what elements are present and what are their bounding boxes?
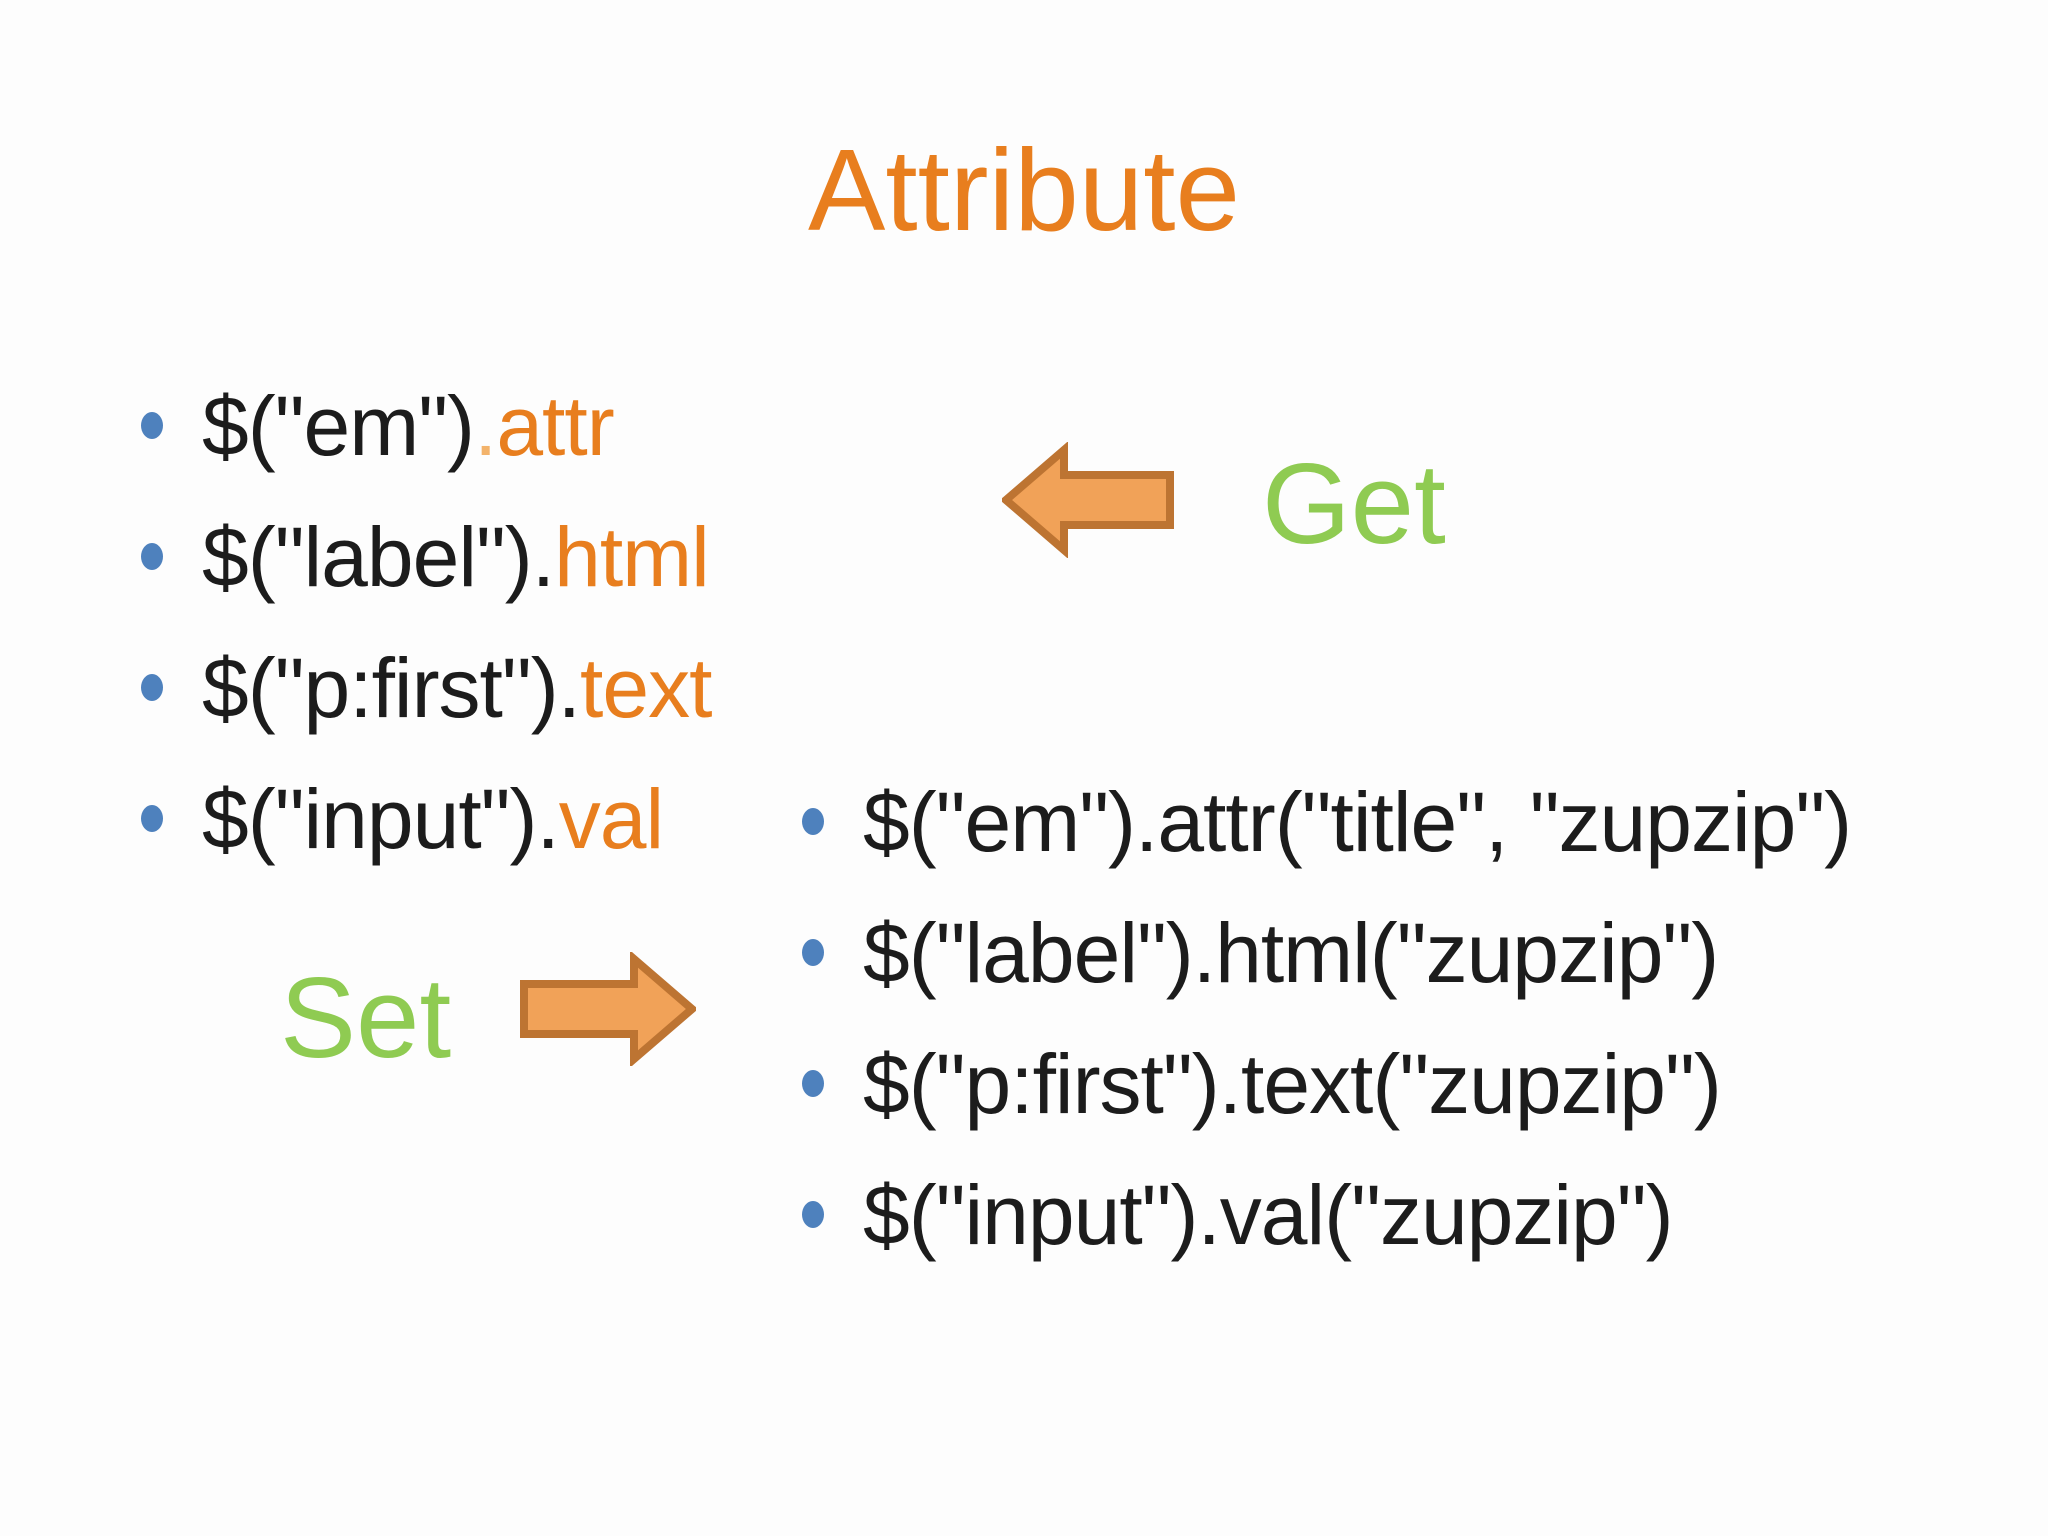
code-dot: . bbox=[474, 378, 497, 473]
list-item: $("em").attr bbox=[141, 360, 711, 491]
code-method: text bbox=[580, 640, 712, 735]
code-selector: $("em") bbox=[202, 378, 475, 473]
code-snippet: $("input").val bbox=[202, 777, 664, 861]
code-snippet: $("em").attr("title", "zupzip") bbox=[863, 774, 1852, 869]
bullet-icon bbox=[141, 674, 163, 701]
list-item: $("label").html("zupzip") bbox=[802, 887, 1851, 1018]
bullet-icon bbox=[802, 1201, 824, 1228]
bullet-icon bbox=[141, 543, 163, 570]
code-dot: . bbox=[531, 509, 555, 604]
list-item: $("input").val("zupzip") bbox=[802, 1149, 1851, 1280]
code-snippet: $("p:first").text("zupzip") bbox=[863, 1036, 1722, 1131]
code-dot: . bbox=[536, 771, 559, 866]
get-label: Get bbox=[1262, 441, 1446, 568]
code-snippet: $("label").html bbox=[202, 515, 710, 599]
code-dot: . bbox=[557, 640, 581, 735]
code-method: attr bbox=[496, 378, 614, 473]
page-title: Attribute bbox=[808, 125, 1240, 255]
set-label: Set bbox=[280, 955, 452, 1082]
bullet-icon bbox=[802, 1070, 824, 1097]
bullet-icon bbox=[802, 808, 824, 835]
code-method: val bbox=[558, 771, 664, 866]
list-item: $("p:first").text bbox=[141, 622, 712, 753]
list-item: $("input").val bbox=[141, 753, 711, 884]
bullet-icon bbox=[141, 805, 163, 832]
right-block-arrow-icon bbox=[520, 952, 696, 1066]
code-selector: $("p:first") bbox=[202, 640, 559, 735]
list-item: $("label").html bbox=[141, 491, 711, 622]
code-snippet: $("input").val("zupzip") bbox=[863, 1167, 1674, 1262]
getter-list: $("em").attr $("label").html $("p:first"… bbox=[141, 360, 712, 884]
code-snippet: $("p:first").text bbox=[202, 646, 712, 730]
list-item: $("em").attr("title", "zupzip") bbox=[802, 756, 1852, 887]
list-item: $("p:first").text("zupzip") bbox=[802, 1018, 1851, 1149]
bullet-icon bbox=[802, 939, 824, 966]
code-method: html bbox=[554, 509, 710, 604]
code-selector: $("label") bbox=[202, 509, 533, 604]
bullet-icon bbox=[141, 412, 163, 439]
code-selector: $("input") bbox=[202, 771, 537, 866]
code-snippet: $("em").attr bbox=[202, 384, 615, 468]
setter-list: $("em").attr("title", "zupzip") $("label… bbox=[802, 756, 1852, 1280]
left-block-arrow-icon bbox=[1002, 442, 1174, 558]
code-snippet: $("label").html("zupzip") bbox=[863, 905, 1719, 1000]
